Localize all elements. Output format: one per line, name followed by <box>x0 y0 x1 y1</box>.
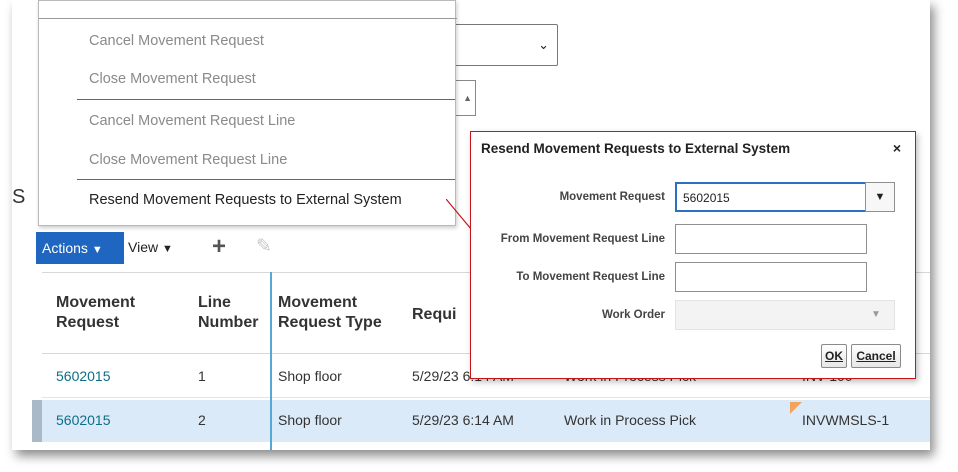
required-date-cell: 5/29/23 6:14 AM <box>412 412 514 428</box>
menu-separator <box>77 99 455 100</box>
column-divider <box>270 272 272 450</box>
movement-request-input[interactable]: 5602015 <box>675 182 867 212</box>
ok-button[interactable]: OK <box>821 344 847 368</box>
movement-request-label: Movement Request <box>559 191 665 203</box>
menu-item-resend-movement-requests[interactable]: Resend Movement Requests to External Sys… <box>89 192 402 208</box>
to-line-input[interactable] <box>675 262 867 292</box>
table-row[interactable]: 5602015 2 Shop floor 5/29/23 6:14 AM Wor… <box>42 400 930 442</box>
movement-request-link[interactable]: 5602015 <box>56 368 111 384</box>
close-icon[interactable]: × <box>892 140 901 156</box>
resend-dialog: Resend Movement Requests to External Sys… <box>470 131 916 379</box>
plus-icon[interactable]: + <box>212 233 227 260</box>
menu-item-close-movement-request-line[interactable]: Close Movement Request Line <box>89 152 288 168</box>
movement-request-dropdown-button[interactable]: ▼ <box>865 182 895 212</box>
menu-separator <box>77 179 455 180</box>
column-header-required-date[interactable]: Requi <box>412 306 457 323</box>
pencil-icon: ✎ <box>256 236 272 257</box>
warning-flag-icon <box>790 402 802 414</box>
line-number-cell: 1 <box>198 368 206 384</box>
chevron-down-icon: ⌄ <box>538 37 549 52</box>
view-label: View <box>128 239 159 255</box>
from-line-input[interactable] <box>675 224 867 254</box>
triangle-down-icon: ▼ <box>161 243 173 255</box>
from-line-label: From Movement Request Line <box>500 233 665 245</box>
background-search-field[interactable]: ▲ <box>452 80 476 116</box>
menu-item-close-movement-request[interactable]: Close Movement Request <box>89 71 256 87</box>
section-title: S <box>12 186 26 208</box>
cancel-button[interactable]: Cancel <box>851 344 901 368</box>
row-selection-handle[interactable] <box>32 400 42 442</box>
line-number-cell: 2 <box>198 412 206 428</box>
work-order-label: Work Order <box>601 309 665 321</box>
column-header-line-number[interactable]: Line Number <box>198 294 259 331</box>
background-dropdown[interactable]: ⌄ <box>452 24 558 66</box>
dialog-title: Resend Movement Requests to External Sys… <box>481 141 791 156</box>
triangle-down-icon: ▼ <box>91 244 103 256</box>
chevron-down-icon: ▼ <box>871 309 881 320</box>
view-button[interactable]: View ▼ <box>128 239 173 255</box>
menu-item-cancel-movement-request[interactable]: Cancel Movement Request <box>89 33 264 49</box>
actions-label: Actions <box>42 240 88 256</box>
type-cell: Shop floor <box>278 368 342 384</box>
screenshot-frame: ⌄ ▲ S Cancel Movement Request Close Move… <box>12 0 930 450</box>
subinventory-cell: INVWMSLS-1 <box>802 412 890 428</box>
actions-menu: Cancel Movement Request Close Movement R… <box>38 0 457 226</box>
menu-item-cancel-movement-request-line[interactable]: Cancel Movement Request Line <box>89 113 296 129</box>
caret-icon: ▲ <box>463 93 472 103</box>
type-cell: Shop floor <box>278 412 342 428</box>
menu-top-border <box>39 18 457 19</box>
actions-button[interactable]: Actions▼ <box>36 232 124 264</box>
column-header-movement-request[interactable]: Movement Request <box>56 294 136 331</box>
to-line-label: To Movement Request Line <box>516 271 665 283</box>
work-order-input <box>675 300 895 330</box>
movement-request-link[interactable]: 5602015 <box>56 412 111 428</box>
column-header-movement-request-type[interactable]: Movement Request Type <box>278 294 382 331</box>
source-cell: Work in Process Pick <box>564 412 696 428</box>
